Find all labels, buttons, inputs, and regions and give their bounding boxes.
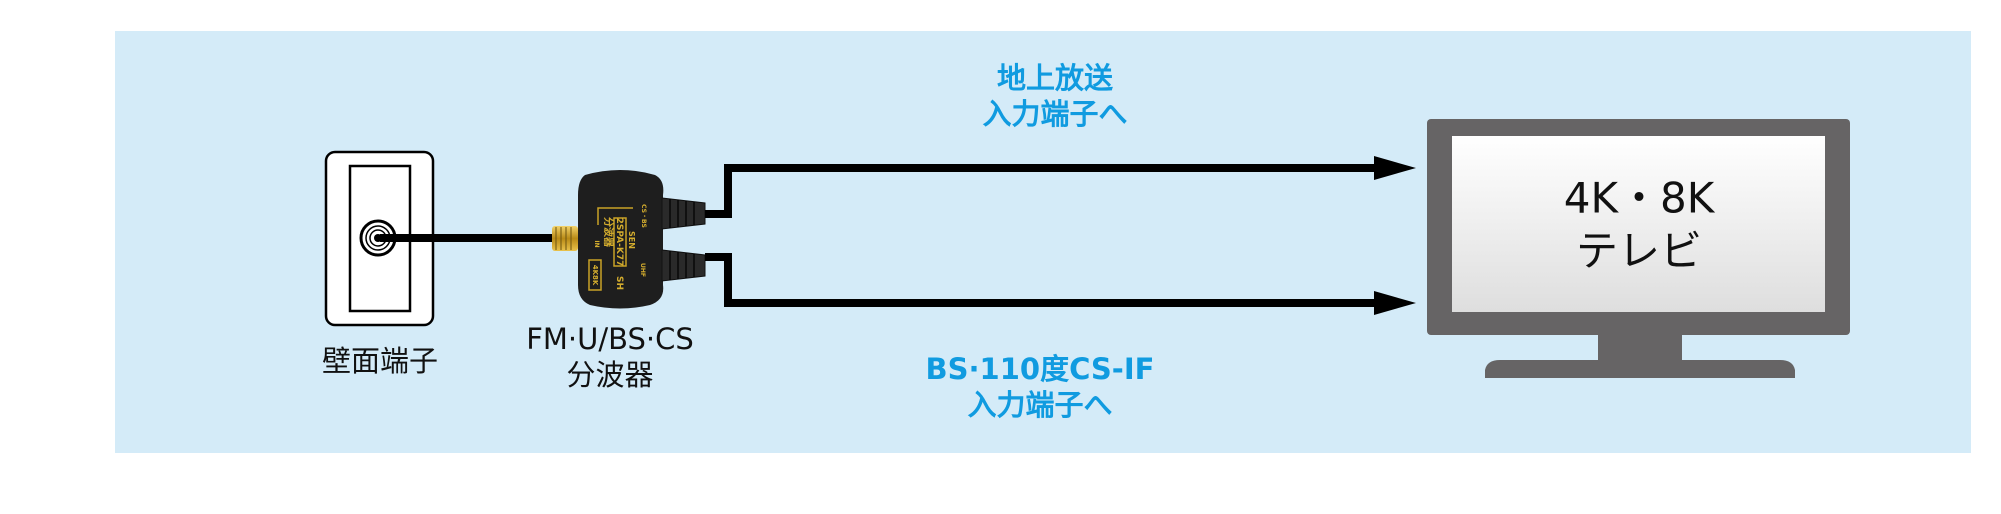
splitter-device-icon: 2SPA-K77 分波器 SEN CS・BS UHF IN 4K8K SH — [552, 170, 706, 309]
splitter-port-in-marking: IN — [593, 240, 600, 247]
splitter-label-line1: FM·U/BS·CS — [526, 321, 694, 356]
terrestrial-output-cable — [705, 156, 1416, 218]
terrestrial-label-line2: 入力端子へ — [982, 97, 1128, 131]
splitter-label-line2: 分波器 — [566, 358, 654, 392]
splitter-port-uhf-marking: UHF — [639, 263, 646, 277]
arrow-right-icon — [1374, 156, 1416, 180]
splitter-4k8k-badge: 4K8K — [591, 265, 599, 286]
tv-label: 4K・8K テレビ — [1564, 173, 1715, 278]
satellite-input-label: BS·110度CS-IF 入力端子へ — [926, 351, 1155, 424]
splitter-sh-badge: SH — [614, 276, 624, 290]
satellite-label-line1: BS·110度CS-IF — [925, 351, 1155, 386]
arrow-right-icon — [1374, 291, 1416, 315]
tv-label-line1: 4K・8K — [1563, 173, 1715, 223]
satellite-label-line2: 入力端子へ — [967, 388, 1113, 422]
splitter-label: FM·U/BS·CS 分波器 — [526, 321, 694, 394]
tv-label-line2: テレビ — [1575, 226, 1702, 275]
satellite-output-cable — [705, 253, 1416, 315]
splitter-model-marking: 2SPA-K77 — [614, 218, 624, 267]
splitter-port-bs-marking: CS・BS — [640, 204, 647, 228]
tv-icon — [1427, 119, 1850, 378]
wall-outlet-label: 壁面端子 — [321, 343, 439, 378]
splitter-name-marking: 分波器 — [602, 217, 615, 248]
splitter-brand-marking: SEN — [627, 231, 636, 249]
terrestrial-label-line1: 地上放送 — [996, 60, 1114, 95]
terrestrial-input-label: 地上放送 入力端子へ — [982, 60, 1127, 133]
